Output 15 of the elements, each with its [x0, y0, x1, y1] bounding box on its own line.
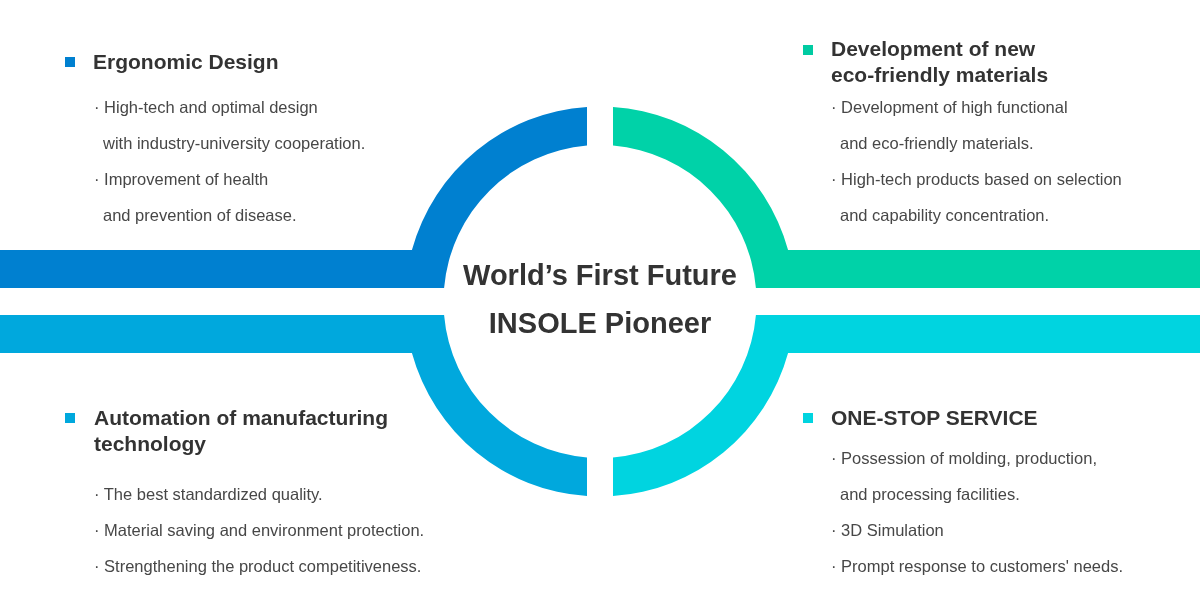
bullet-text: · Prompt response to customers' needs. [831, 556, 1124, 577]
bullet-text: · Possession of molding, production, and processing facilities. [831, 448, 1097, 505]
bullet-text: · Material saving and environment protection. [94, 520, 425, 541]
bullet-text: · Improvement of health and prevention of disease. [94, 169, 297, 226]
bullet-text: · 3D Simulation [831, 520, 944, 541]
bullet-text: · Development of high functional and eco-friendly materials. [831, 97, 1068, 154]
center-title: World’s First Future INSOLE Pioneer [463, 258, 737, 341]
section-heading: Development of new eco-friendly materials [831, 36, 1049, 88]
section-heading: Automation of manufacturing technology [94, 405, 388, 457]
bullet-text: · High-tech and optimal design with industry-university cooperation. [94, 97, 366, 154]
bullet-text: · The best standardized quality. [94, 484, 323, 505]
bullet-text: · High-tech products based on selection and capability concentration. [831, 169, 1122, 226]
section-heading: Ergonomic Design [93, 49, 279, 75]
section-heading: ONE-STOP SERVICE [831, 405, 1038, 431]
bullet-text: · Strengthening the product competitiveness. [94, 556, 422, 577]
